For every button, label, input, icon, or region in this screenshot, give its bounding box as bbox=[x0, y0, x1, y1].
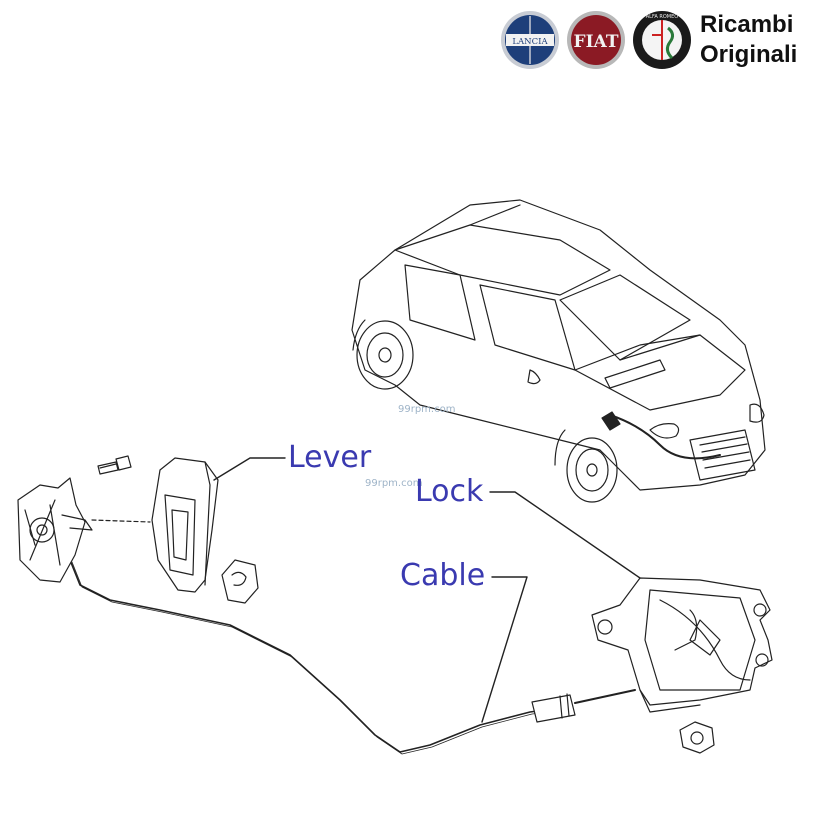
hood-lock bbox=[591, 577, 773, 713]
brand-logo-bar: LANCIA FIAT ALFA ROMEO Ricambi Originali bbox=[500, 6, 820, 72]
release-lever bbox=[151, 457, 219, 593]
brand-title: Ricambi Originali bbox=[700, 10, 797, 70]
watermark: 99rpm.com bbox=[365, 478, 423, 489]
lock-leader bbox=[489, 491, 641, 579]
fiat-badge: FIAT bbox=[567, 11, 625, 69]
lever-bracket bbox=[17, 477, 93, 583]
car-illustration bbox=[351, 199, 766, 503]
callout-cable: Cable bbox=[400, 558, 486, 593]
svg-text:LANCIA: LANCIA bbox=[512, 37, 548, 47]
svg-text:FIAT: FIAT bbox=[574, 32, 619, 52]
brand-line-2: Originali bbox=[700, 41, 798, 68]
alfa-romeo-badge: ALFA ROMEO bbox=[633, 11, 691, 69]
cable-end-fitting bbox=[531, 694, 576, 723]
callout-lock: Lock bbox=[415, 474, 484, 509]
svg-text:ALFA ROMEO: ALFA ROMEO bbox=[646, 14, 679, 20]
nut bbox=[679, 721, 715, 754]
cable bbox=[69, 559, 561, 753]
brand-line-1: Ricambi bbox=[700, 11, 794, 38]
cable-clip bbox=[221, 559, 259, 604]
screw bbox=[97, 455, 132, 475]
lever-leader bbox=[213, 457, 286, 481]
cable-leader bbox=[481, 576, 528, 723]
watermark: 99rpm.com bbox=[398, 404, 456, 415]
callout-lever: Lever bbox=[288, 440, 372, 475]
lancia-badge: LANCIA bbox=[501, 11, 559, 69]
